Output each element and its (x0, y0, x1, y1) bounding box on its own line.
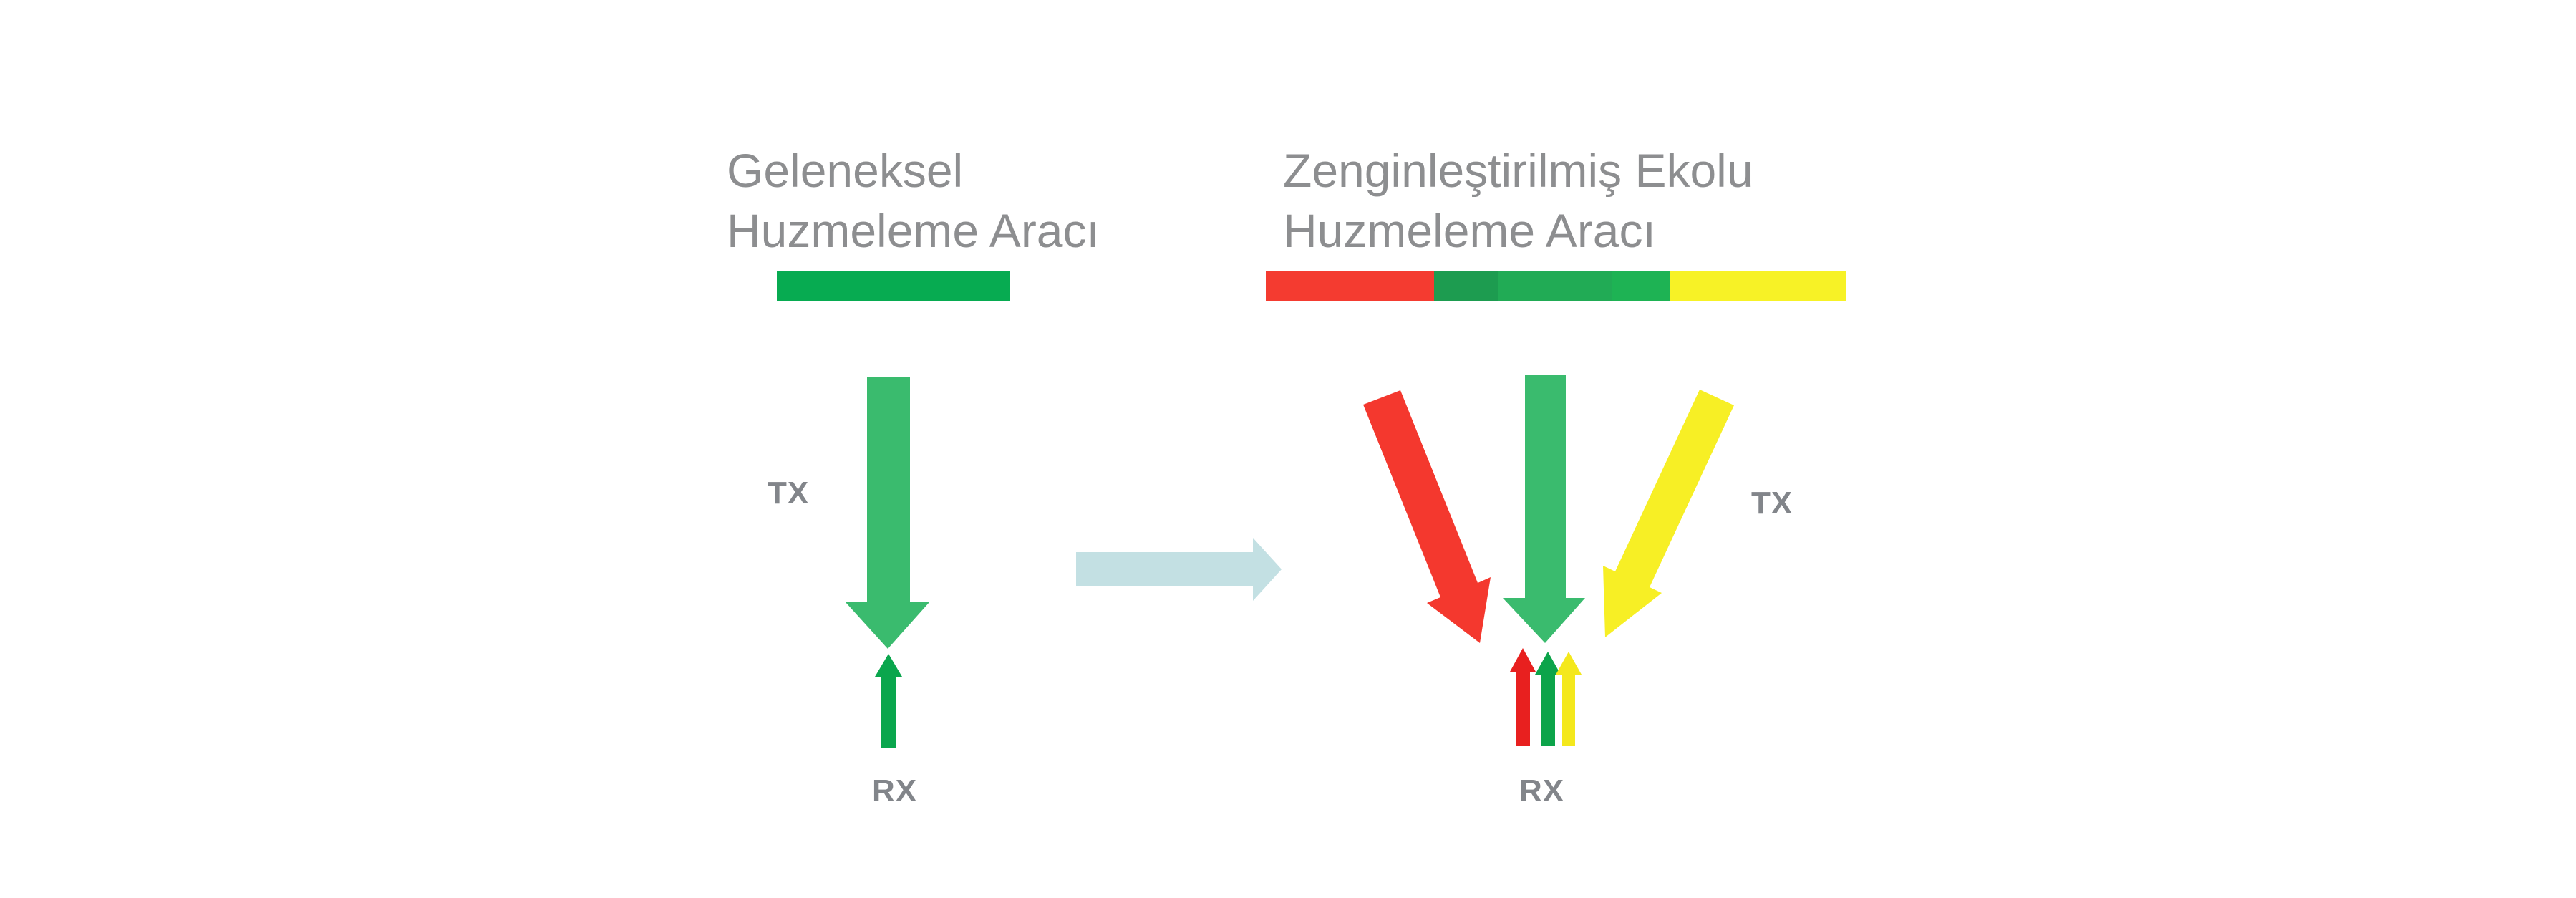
right-rx-red-arrow (1510, 648, 1536, 746)
right-title: Zenginleştirilmiş Ekolu Huzmeleme Aracı (1283, 140, 1753, 261)
right-tx-red-arrow (1363, 390, 1491, 643)
right-tx-yellow-arrow (1603, 390, 1734, 637)
transition-right-arrow (1076, 538, 1282, 601)
left-title-line2: Huzmeleme Aracı (727, 204, 1100, 257)
right-tx-green-arrow (1503, 375, 1585, 643)
right-title-line2: Huzmeleme Aracı (1283, 204, 1656, 257)
bar-segment-bright-green (1612, 271, 1670, 301)
left-rx-up-arrow (875, 654, 902, 748)
right-rx-yellow-arrow (1556, 652, 1582, 746)
bar-segment-red (1266, 271, 1434, 301)
bar-segment-dark-green (1434, 271, 1498, 301)
left-rx-label: RX (872, 773, 918, 808)
left-beam-bar (777, 271, 1010, 301)
left-tx-label: TX (768, 475, 810, 511)
right-title-line1: Zenginleştirilmiş Ekolu (1283, 144, 1753, 197)
right-beam-bar (1266, 271, 1846, 301)
bar-segment-mid-green (1498, 271, 1612, 301)
right-rx-label: RX (1519, 773, 1565, 808)
right-tx-label: TX (1751, 486, 1793, 521)
bar-segment-yellow (1670, 271, 1846, 301)
left-title: Geleneksel Huzmeleme Aracı (727, 140, 1100, 261)
right-rx-green-arrow (1535, 652, 1561, 746)
left-tx-down-arrow (846, 377, 929, 649)
left-title-line1: Geleneksel (727, 144, 964, 197)
